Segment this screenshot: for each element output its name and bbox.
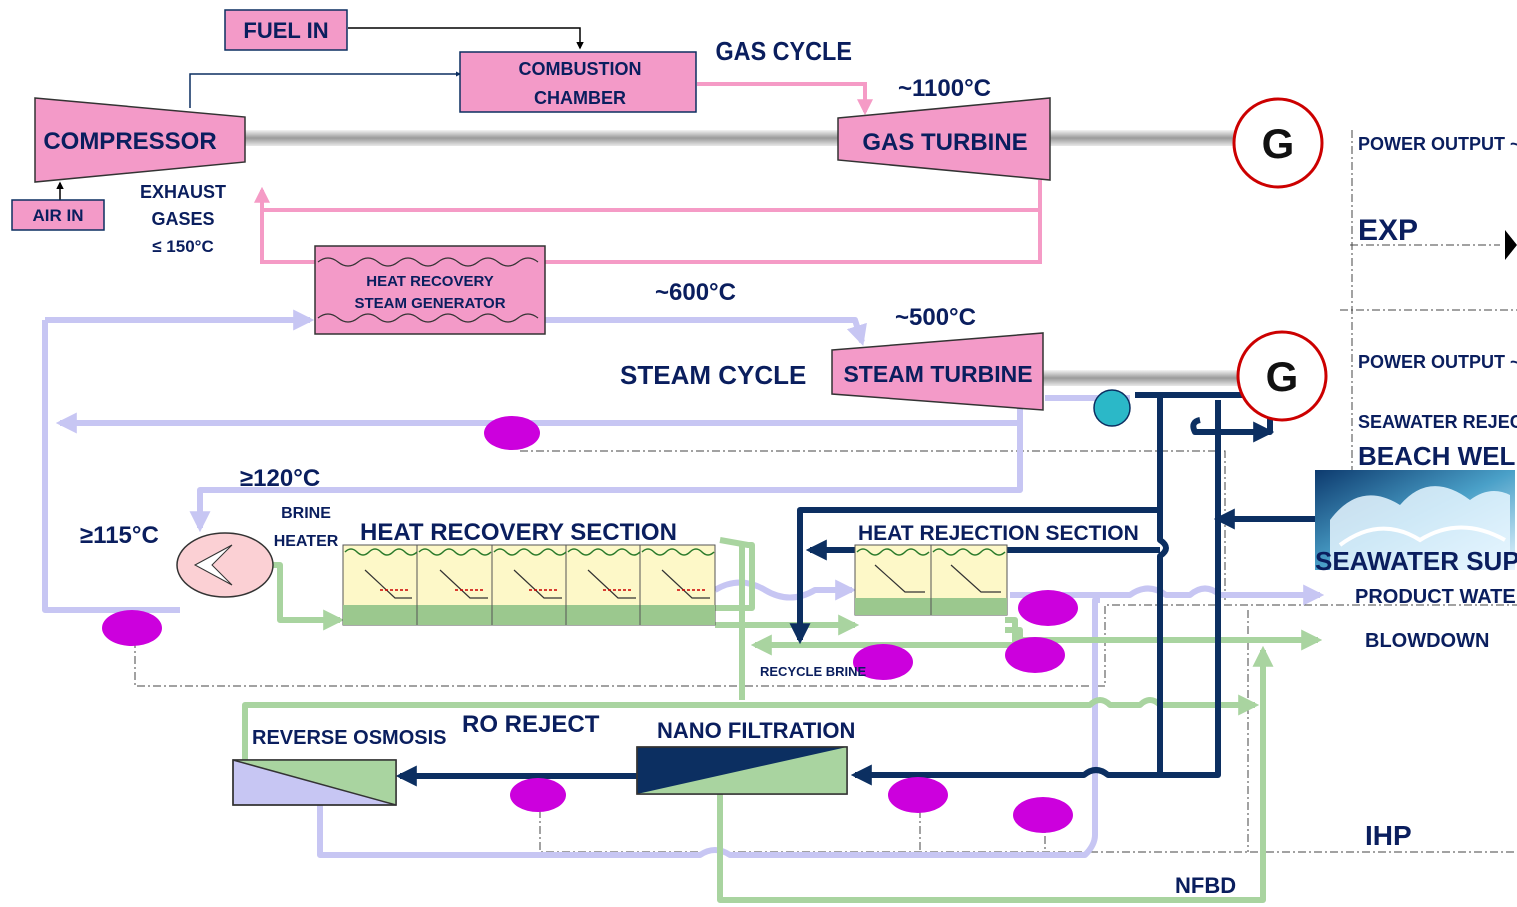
nfbd-label: NFBD bbox=[1175, 873, 1236, 898]
temp-500-label: ~500°C bbox=[895, 304, 976, 331]
heat-recovery-section-label: HEAT RECOVERY SECTION bbox=[360, 519, 677, 546]
recycle-brine-label: RECYCLE BRINE bbox=[760, 664, 867, 679]
temp-120-label: ≥120°C bbox=[240, 465, 320, 492]
air-line-blue bbox=[190, 74, 460, 108]
nano-filtration-label: NANO FILTRATION bbox=[657, 718, 855, 743]
product-water-label: PRODUCT WATER bbox=[1355, 586, 1517, 608]
generator-steam-label: G bbox=[1266, 353, 1299, 400]
steam-valve bbox=[1094, 390, 1130, 426]
ro-reject-label: RO REJECT bbox=[462, 711, 600, 738]
combustion-label-1: COMBUSTION bbox=[519, 59, 642, 79]
temp-600-label: ~600°C bbox=[655, 279, 736, 306]
gas-turbine-label: GAS TURBINE bbox=[862, 129, 1027, 156]
air-in-label: AIR IN bbox=[33, 206, 84, 225]
brine-heater bbox=[177, 533, 273, 597]
blowdown-label: BLOWDOWN bbox=[1365, 630, 1489, 652]
heat-rejection-stages bbox=[855, 545, 1007, 615]
gas-cycle-label: GAS CYCLE bbox=[716, 38, 852, 66]
power-output-gas-label: POWER OUTPUT ~ bbox=[1358, 134, 1517, 154]
exhaust-label-3: ≤ 150°C bbox=[152, 237, 214, 256]
brine-label-2: HEATER bbox=[274, 533, 339, 550]
exhaust-label-2: GASES bbox=[151, 209, 214, 229]
ihp-label: IHP bbox=[1365, 820, 1412, 851]
exhaust-label-1: EXHAUST bbox=[140, 182, 226, 202]
nano-filtration-unit bbox=[637, 747, 847, 794]
steam-turbine-label: STEAM TURBINE bbox=[843, 361, 1032, 387]
generator-gas-label: G bbox=[1262, 120, 1295, 167]
hrsg-box bbox=[315, 246, 545, 334]
temp-115-label: ≥115°C bbox=[80, 522, 159, 549]
seawater-reject-label: SEAWATER REJECT bbox=[1358, 412, 1517, 432]
brine-label-1: BRINE bbox=[281, 505, 331, 522]
heat-rejection-section-label: HEAT REJECTION SECTION bbox=[858, 522, 1139, 545]
reverse-osmosis-label: REVERSE OSMOSIS bbox=[252, 727, 447, 749]
exp-label: EXP bbox=[1358, 214, 1418, 247]
seawater-supply-label: SEAWATER SUPPLY bbox=[1315, 546, 1517, 576]
gas-shaft bbox=[245, 130, 1245, 146]
reverse-osmosis-unit bbox=[233, 760, 396, 805]
power-output-steam-label: POWER OUTPUT ~ bbox=[1358, 352, 1517, 372]
exp-arrowhead bbox=[1505, 230, 1517, 260]
compressor-label: COMPRESSOR bbox=[43, 128, 216, 155]
steam-cycle-label: STEAM CYCLE bbox=[620, 360, 806, 390]
heat-recovery-stages bbox=[343, 545, 715, 625]
hrsg-label-1: HEAT RECOVERY bbox=[366, 273, 494, 290]
hrsg-label-2: STEAM GENERATOR bbox=[354, 295, 505, 312]
combustion-label-2: CHAMBER bbox=[534, 88, 626, 108]
fuel-in-label: FUEL IN bbox=[243, 18, 328, 43]
beach-wells-label: BEACH WELLS bbox=[1358, 441, 1517, 471]
steam-shaft bbox=[1040, 370, 1240, 386]
temp-1100-label: ~1100°C bbox=[898, 75, 991, 102]
